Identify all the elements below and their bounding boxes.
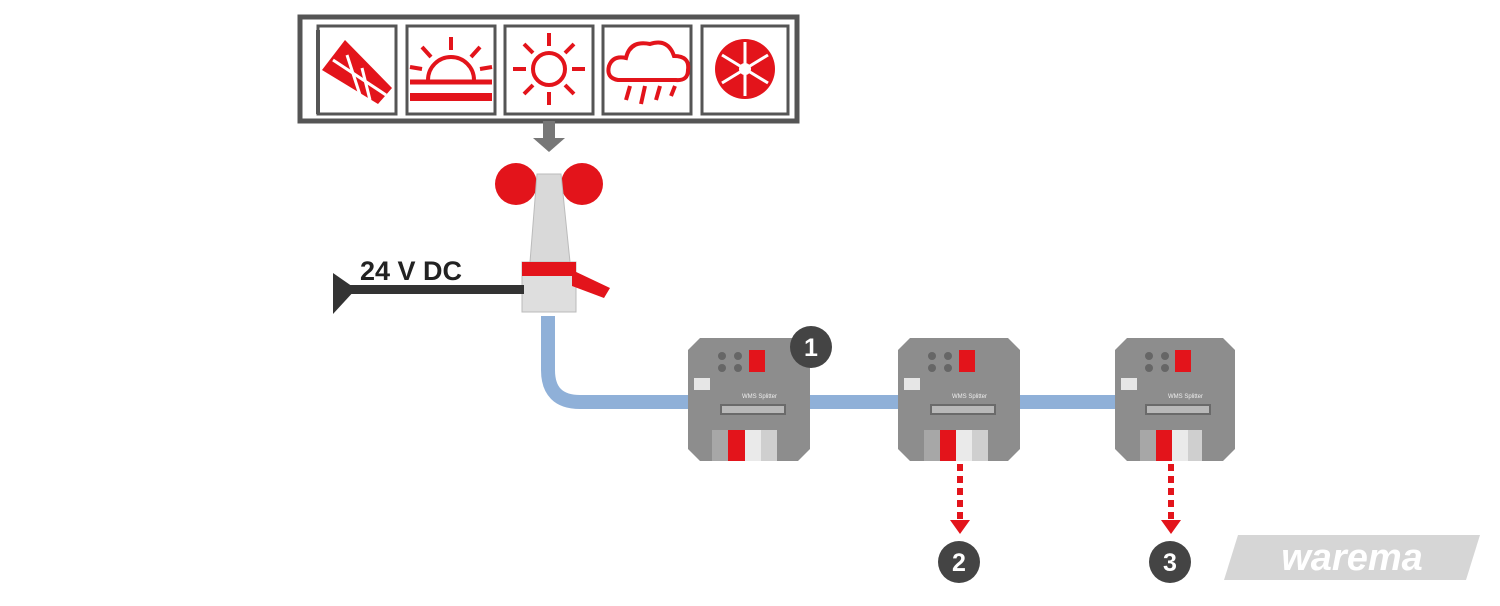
wms-splitter-3: WMS Splitter 3 [1115,338,1235,583]
weather-icon-panel [297,14,800,124]
warema-logo: warema [1224,535,1480,580]
twilight-icon [409,37,493,101]
bus-cable [541,316,1118,409]
logo-text: warema [1281,537,1423,579]
device-3-label: WMS Splitter [1168,394,1203,400]
wms-splitter-2: WMS Splitter 2 [898,338,1020,583]
device-1-badge: 1 [804,334,818,362]
device-3-badge: 3 [1163,549,1177,577]
supply-label: 24 V DC [360,256,462,286]
weather-sensor [495,163,610,313]
device-1-label: WMS Splitter [742,394,777,400]
device-2-label: WMS Splitter [952,394,987,400]
sun-icon [513,33,585,105]
frost-icon [715,39,775,99]
wind-icon [316,30,392,114]
wms-splitter-1: WMS Splitter 1 [688,326,832,461]
panel-arrow [533,121,565,152]
device-2-badge: 2 [952,549,966,577]
rain-icon [606,40,691,105]
supply-line: 24 V DC [333,256,524,314]
